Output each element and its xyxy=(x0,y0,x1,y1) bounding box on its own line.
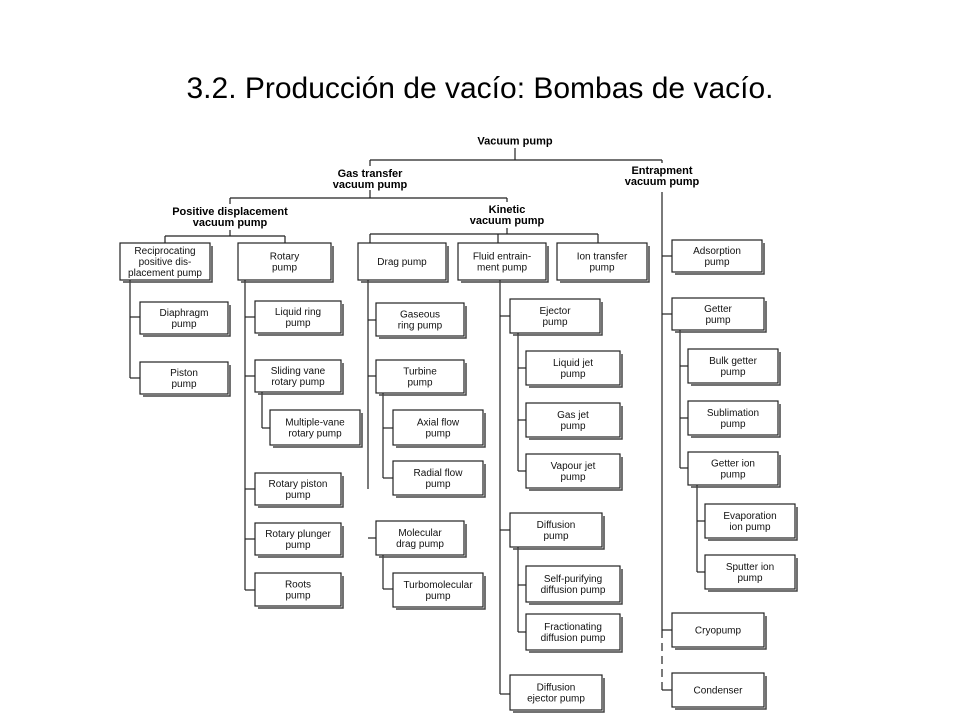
node-cryopump: Cryopump xyxy=(671,612,767,650)
tree-connectors xyxy=(129,148,705,695)
svg-text:Vacuum pump: Vacuum pump xyxy=(477,136,552,148)
svg-text:Cryopump: Cryopump xyxy=(695,626,742,637)
node-fluid-entrainment: Fluid entrain-ment pump xyxy=(457,242,549,283)
heading-root: Vacuum pump xyxy=(477,136,552,148)
svg-text:Drag pump: Drag pump xyxy=(377,257,427,268)
svg-text:Condenser: Condenser xyxy=(694,686,744,697)
slide-title: 3.2. Producción de vacío: Bombas de vací… xyxy=(186,72,774,105)
node-condenser: Condenser xyxy=(671,672,767,710)
svg-text:Fluid entrain-ment pump: Fluid entrain-ment pump xyxy=(473,252,531,274)
node-drag: Drag pump xyxy=(357,242,449,283)
